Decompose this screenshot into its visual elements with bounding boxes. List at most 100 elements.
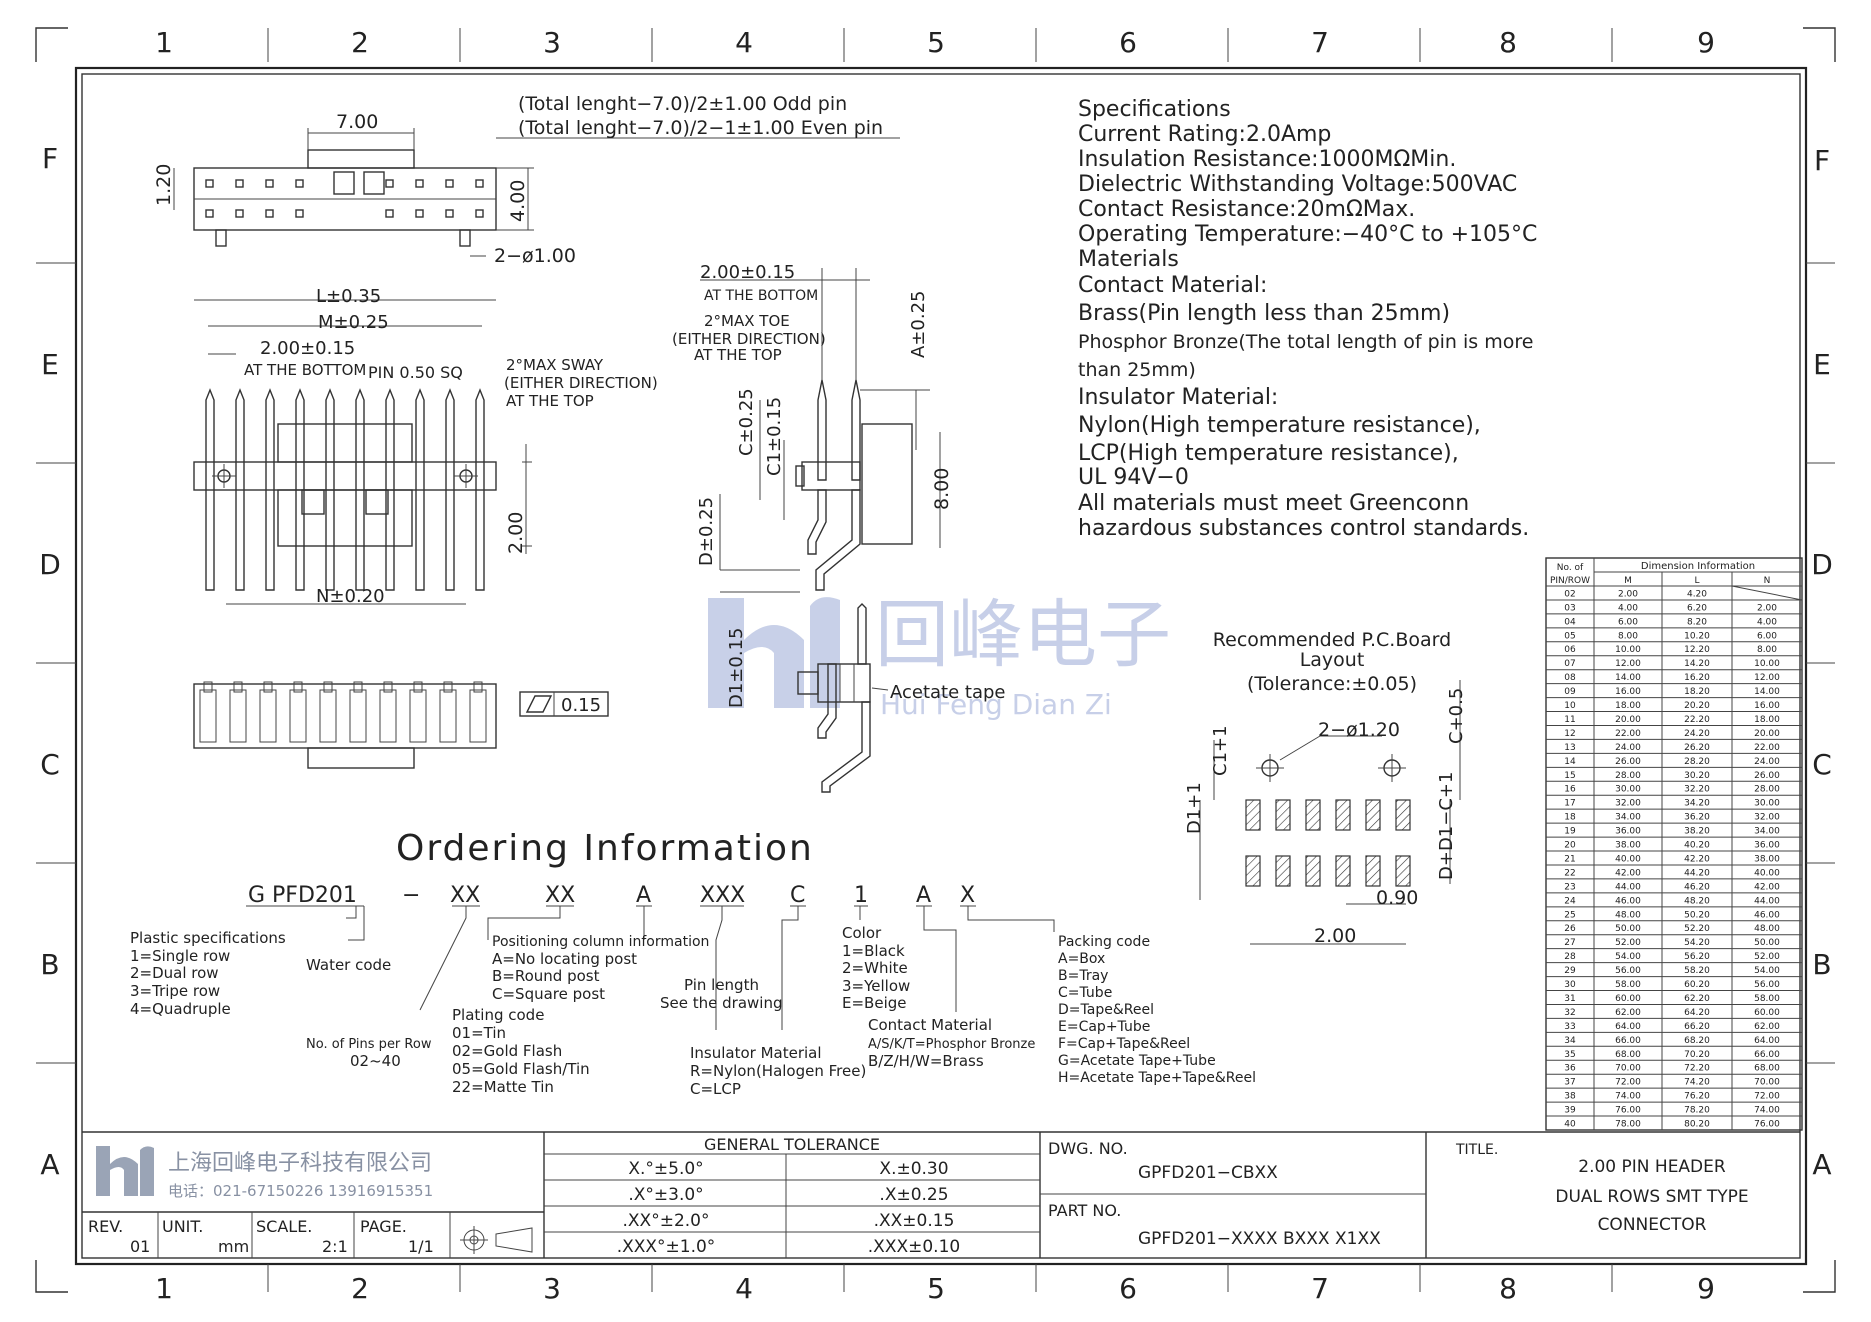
table-cell: 13 — [1564, 743, 1575, 753]
header-pin — [265, 388, 275, 591]
table-cell: 64.20 — [1684, 1008, 1710, 1018]
table-cell: 37 — [1564, 1078, 1575, 1088]
unit-label: UNIT. — [162, 1217, 203, 1236]
pin-square — [415, 209, 424, 218]
tolerance-title: GENERAL TOLERANCE — [704, 1135, 880, 1154]
row-label-right: C — [1812, 748, 1832, 781]
table-cell: 2.00 — [1618, 589, 1638, 599]
table-cell: 10 — [1564, 701, 1576, 711]
spec-line: than 25mm) — [1078, 359, 1196, 381]
unit-value: mm — [218, 1237, 249, 1256]
code-part: X — [960, 883, 975, 908]
color-2: 2=White — [842, 959, 908, 977]
pcb-pad — [1395, 855, 1411, 887]
sway-1: 2°MAX SWAY — [506, 356, 604, 374]
dim-4-00: 4.00 — [507, 180, 529, 222]
table-cell: 23 — [1564, 882, 1575, 892]
table-cell: 28.00 — [1615, 771, 1641, 781]
table-cell: 31 — [1564, 994, 1575, 1004]
pinlen-0: Pin length — [684, 976, 759, 994]
pins-1: 02~40 — [350, 1052, 401, 1070]
plastic-4: 4=Quadruple — [130, 1000, 231, 1018]
pcb-090: 0.90 — [1376, 887, 1418, 909]
table-cell: 74.00 — [1615, 1092, 1641, 1102]
toe-2: (EITHER DIRECTION) — [672, 330, 826, 348]
table-cell: 36.20 — [1684, 813, 1710, 823]
rev-value: 01 — [130, 1237, 150, 1256]
spec-line: Dielectric Withstanding Voltage:500VAC — [1078, 172, 1517, 197]
position-3: C=Square post — [492, 985, 605, 1003]
table-cell: 18 — [1564, 813, 1576, 823]
pin-slot — [199, 689, 217, 743]
table-cell: 6.00 — [1618, 617, 1638, 627]
table-cell: 20 — [1564, 841, 1576, 851]
toe-3: AT THE TOP — [694, 346, 782, 364]
pin-slot — [289, 689, 307, 743]
table-cell: 42.00 — [1615, 868, 1641, 878]
company-name: 上海回峰电子科技有限公司 — [168, 1151, 432, 1176]
row-label-right: A — [1812, 1148, 1831, 1181]
table-cell: 8.00 — [1757, 645, 1777, 655]
tbl-col-L: L — [1694, 576, 1699, 586]
row-label-right: F — [1814, 144, 1830, 177]
table-cell: 42.20 — [1684, 854, 1710, 864]
pcb-pad — [1365, 855, 1381, 887]
plastic-0: Plastic specifications — [130, 929, 286, 947]
contact-2: B/Z/H/W=Brass — [868, 1052, 984, 1070]
table-cell: 24.20 — [1684, 729, 1710, 739]
pin-tip — [293, 681, 303, 693]
table-cell: 16 — [1564, 785, 1576, 795]
position-0: Positioning column information — [492, 934, 709, 950]
dimension-table: No. of PIN/ROW Dimension Information M L… — [1545, 557, 1803, 1131]
pin-slot — [379, 689, 397, 743]
dim-A: A±0.25 — [908, 291, 929, 358]
table-cell: 28 — [1564, 952, 1576, 962]
dim-N: N±0.20 — [316, 586, 385, 607]
row-label-right: B — [1812, 948, 1831, 981]
packing-3: C=Tube — [1058, 985, 1112, 1001]
table-cell: 14.00 — [1615, 673, 1641, 683]
acetate-tape: Acetate tape — [890, 682, 1006, 703]
pcb-200: 2.00 — [1314, 925, 1356, 947]
table-cell: 28.00 — [1754, 785, 1780, 795]
pin-square — [265, 209, 274, 218]
tbl-col-N: N — [1764, 576, 1771, 586]
table-cell: 10.00 — [1615, 645, 1641, 655]
pin-square — [265, 179, 274, 188]
pin-square — [475, 209, 484, 218]
pinlen-1: See the drawing — [660, 994, 782, 1012]
table-cell: 60.00 — [1754, 1008, 1780, 1018]
table-cell: 20.00 — [1754, 729, 1780, 739]
spec-line: Contact Material: — [1078, 273, 1267, 298]
table-cell: 32 — [1564, 1008, 1575, 1018]
pin-square — [415, 179, 424, 188]
sway-2: (EITHER DIRECTION) — [504, 374, 658, 392]
table-cell: 40.00 — [1615, 854, 1641, 864]
col-label-top: 9 — [1697, 26, 1715, 59]
pcb-pad — [1245, 855, 1261, 887]
toe-1: 2°MAX TOE — [704, 312, 790, 330]
dim-pitch: 2.00±0.15 — [260, 338, 355, 359]
pcb-pad — [1395, 799, 1411, 831]
col-label-top: 4 — [735, 26, 753, 59]
scale-label: SCALE. — [256, 1217, 312, 1236]
table-cell: 16.00 — [1754, 701, 1780, 711]
table-cell: 24.00 — [1615, 743, 1641, 753]
spec-line: hazardous substances control standards. — [1078, 516, 1529, 541]
dim-even-pin: (Total lenght−7.0)/2−1±1.00 Even pin — [518, 117, 883, 139]
dwg-label: DWG. NO. — [1048, 1139, 1128, 1158]
packing-4: D=Tape&Reel — [1058, 1002, 1154, 1018]
header-pin — [415, 388, 425, 591]
spec-line: Brass(Pin length less than 25mm) — [1078, 301, 1450, 326]
dim-1-20: 1.20 — [153, 164, 175, 206]
row-label-left: C — [40, 748, 60, 781]
spec-line: Materials — [1078, 247, 1179, 272]
pin-slot — [439, 689, 457, 743]
table-cell: 33 — [1564, 1022, 1575, 1032]
tbl-h1: No. of — [1557, 563, 1584, 573]
packing-0: Packing code — [1058, 934, 1150, 950]
spec-line: Operating Temperature:−40°C to +105°C — [1078, 222, 1537, 247]
table-cell: 68.00 — [1615, 1050, 1641, 1060]
plating-0: Plating code — [452, 1006, 544, 1024]
rev-label: REV. — [88, 1217, 123, 1236]
